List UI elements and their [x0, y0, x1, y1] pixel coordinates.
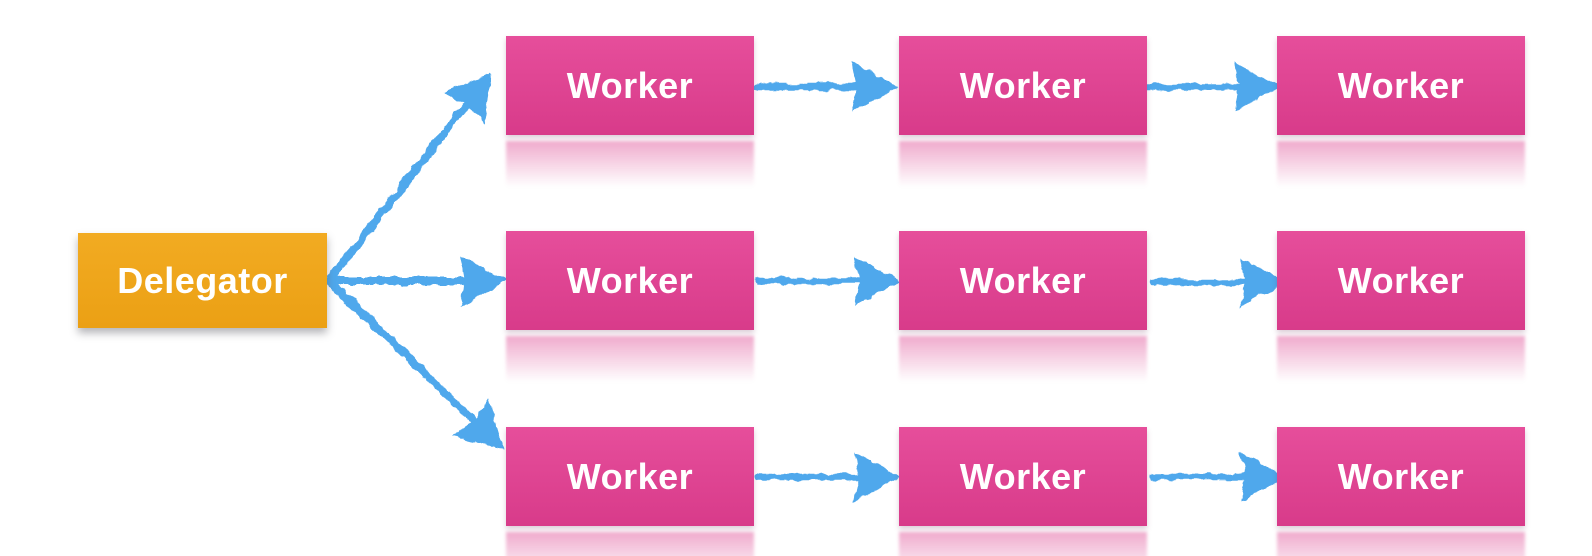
- fan-arrow-top: [325, 72, 492, 285]
- delegator-label: Delegator: [117, 259, 288, 301]
- worker-label: Worker: [1337, 64, 1465, 106]
- worker-node-row2-1: Worker: [506, 231, 754, 382]
- worker-node-row1-1: Worker: [506, 36, 754, 187]
- fan-arrow-bottom: [326, 278, 503, 449]
- worker-label: Worker: [566, 259, 694, 301]
- worker-reflection: [1277, 336, 1525, 382]
- fan-arrow-middle: [328, 255, 506, 307]
- worker-node-row1-2: Worker: [899, 36, 1147, 187]
- worker-label: Worker: [566, 455, 694, 497]
- worker-label: Worker: [566, 64, 694, 106]
- worker-label: Worker: [1337, 259, 1465, 301]
- worker-node-row2-2: Worker: [899, 231, 1147, 382]
- worker-reflection: [506, 336, 754, 382]
- worker-node-row3-3: Worker: [1277, 427, 1525, 556]
- worker-reflection: [1277, 532, 1525, 556]
- worker-reflection: [506, 532, 754, 556]
- chain-arrow-row3-b: [1148, 452, 1286, 502]
- worker-label: Worker: [959, 455, 1087, 497]
- chain-arrow-row1-a: [752, 62, 898, 112]
- worker-reflection: [899, 141, 1147, 187]
- worker-label: Worker: [959, 259, 1087, 301]
- worker-node-row1-3: Worker: [1277, 36, 1525, 187]
- chain-arrow-row2-b: [1148, 257, 1286, 307]
- worker-node-row3-2: Worker: [899, 427, 1147, 556]
- chain-arrow-row3-a: [754, 452, 900, 502]
- worker-node-row2-3: Worker: [1277, 231, 1525, 382]
- delegator-node: Delegator: [78, 233, 327, 328]
- worker-label: Worker: [959, 64, 1087, 106]
- worker-reflection: [506, 141, 754, 187]
- worker-node-row3-1: Worker: [506, 427, 754, 556]
- chain-arrow-row2-a: [754, 256, 900, 306]
- worker-reflection: [899, 532, 1147, 556]
- chain-arrow-row1-b: [1130, 62, 1280, 112]
- worker-reflection: [1277, 141, 1525, 187]
- worker-reflection: [899, 336, 1147, 382]
- worker-label: Worker: [1337, 455, 1465, 497]
